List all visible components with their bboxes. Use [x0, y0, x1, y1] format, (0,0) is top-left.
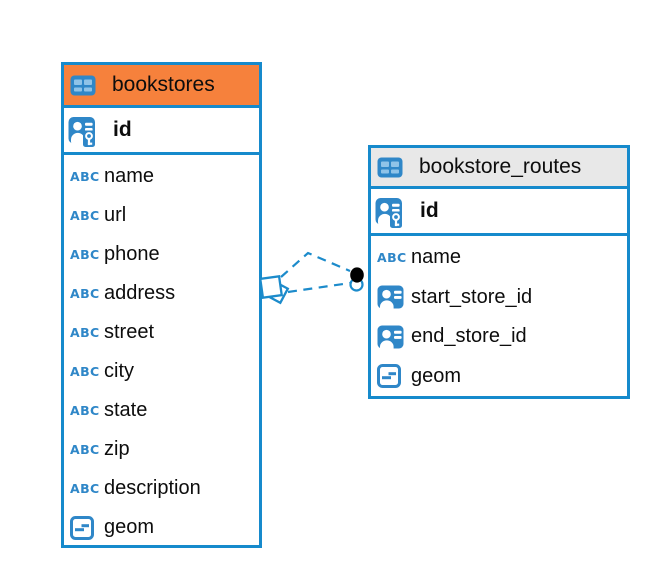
column-name: state	[104, 399, 148, 421]
table-name: bookstores	[112, 73, 215, 96]
table-icon	[377, 157, 411, 178]
column-name: zip	[104, 438, 130, 460]
text-type-icon: ABC	[70, 247, 100, 262]
text-type-icon: ABC	[70, 442, 100, 457]
column-name: geom	[104, 516, 155, 538]
column-name: url	[104, 204, 127, 226]
table-icon	[70, 75, 104, 96]
table-header[interactable]: bookstore_routes	[371, 148, 627, 189]
primary-key-name: id	[113, 118, 132, 141]
column-name: city	[104, 360, 134, 382]
person-key-icon	[375, 194, 411, 228]
column-row-name[interactable]: ABC name	[64, 157, 259, 196]
object-type-icon	[377, 364, 411, 389]
column-name: geom	[411, 364, 462, 387]
column-row-description[interactable]: ABC description	[64, 469, 259, 508]
column-row-geom[interactable]: geom	[64, 508, 259, 547]
column-row-end_store_id[interactable]: end_store_id	[371, 317, 627, 357]
relationship-line-lower[interactable]	[287, 281, 351, 294]
text-type-icon: ABC	[70, 325, 100, 340]
column-name: name	[104, 165, 155, 187]
text-type-icon: ABC	[70, 364, 100, 379]
column-name: street	[104, 321, 155, 343]
text-type-icon: ABC	[70, 403, 100, 418]
table-header[interactable]: bookstores	[64, 65, 259, 108]
text-type-icon: ABC	[377, 250, 407, 266]
person-ref-icon	[377, 285, 411, 309]
column-name: address	[104, 282, 176, 304]
text-type-icon: ABC	[70, 169, 100, 184]
primary-key-row[interactable]: id	[371, 189, 627, 236]
column-row-city[interactable]: ABC city	[64, 352, 259, 391]
person-key-icon	[68, 113, 104, 147]
column-row-phone[interactable]: ABC phone	[64, 235, 259, 274]
column-row-url[interactable]: ABC url	[64, 196, 259, 235]
cardinality-diamond-marker	[258, 274, 290, 305]
column-row-street[interactable]: ABC street	[64, 313, 259, 352]
relationship-line-upper[interactable]	[280, 251, 351, 278]
column-name: start_store_id	[411, 285, 533, 308]
column-row-state[interactable]: ABC state	[64, 391, 259, 430]
text-type-icon: ABC	[70, 286, 100, 301]
column-row-geom[interactable]: geom	[371, 357, 627, 397]
text-type-icon: ABC	[70, 208, 100, 223]
text-type-icon: ABC	[70, 481, 100, 496]
column-row-zip[interactable]: ABC zip	[64, 430, 259, 469]
cardinality-dot-marker	[349, 267, 364, 292]
column-name: end_store_id	[411, 325, 527, 348]
column-name: description	[104, 477, 201, 499]
column-name: phone	[104, 243, 160, 265]
object-type-icon	[70, 515, 104, 540]
column-row-start_store_id[interactable]: start_store_id	[371, 278, 627, 318]
primary-key-name: id	[420, 199, 439, 222]
table-name: bookstore_routes	[419, 155, 582, 178]
column-name: name	[411, 246, 462, 269]
column-row-address[interactable]: ABC address	[64, 274, 259, 313]
person-ref-icon	[377, 325, 411, 349]
primary-key-row[interactable]: id	[64, 108, 259, 155]
